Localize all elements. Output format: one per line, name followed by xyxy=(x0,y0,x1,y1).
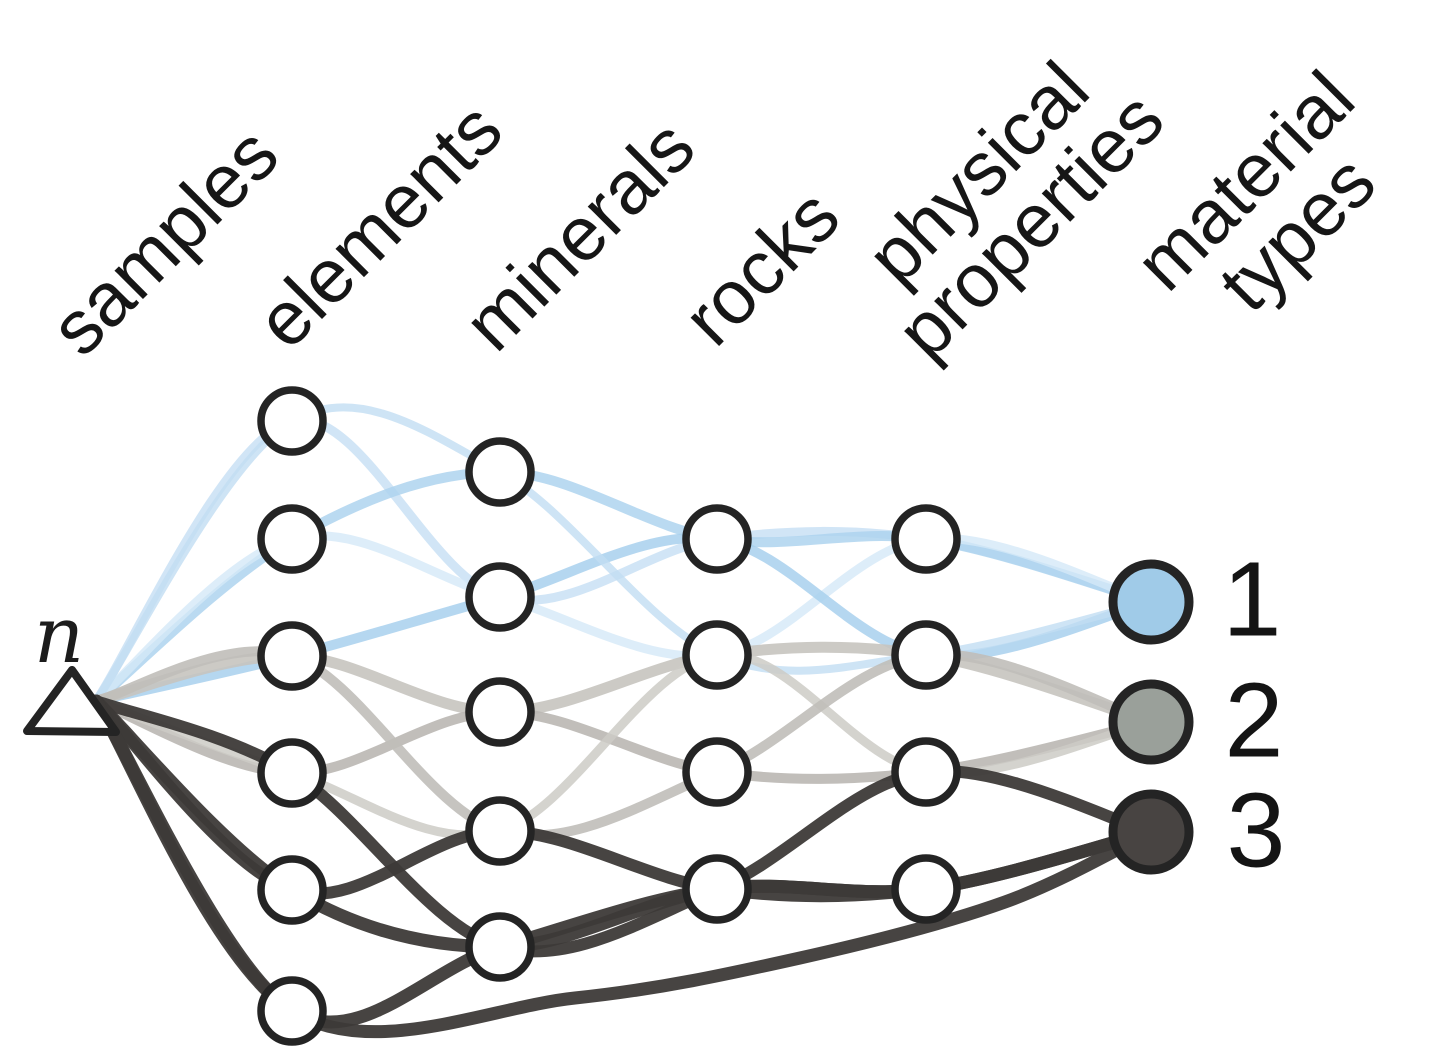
node-rocks-4 xyxy=(682,854,752,924)
node-minerals-3 xyxy=(465,677,535,747)
edge-dark-5 xyxy=(89,694,1158,1039)
sample-count-label: n xyxy=(33,591,85,681)
node-minerals-5 xyxy=(465,912,535,982)
node-rocks-3 xyxy=(682,737,752,807)
material-type-1-label: 1 xyxy=(1222,540,1282,659)
node-physical-properties-4 xyxy=(891,854,961,924)
node-rocks-2 xyxy=(682,620,752,690)
node-minerals-1 xyxy=(465,437,535,507)
node-elements-3 xyxy=(257,621,327,691)
node-minerals-4 xyxy=(465,796,535,866)
node-material-type-1 xyxy=(1108,559,1194,645)
node-rocks-1 xyxy=(682,504,752,574)
node-elements-1 xyxy=(257,386,327,456)
node-elements-4 xyxy=(257,738,327,808)
node-physical-properties-3 xyxy=(891,737,961,807)
node-material-type-3 xyxy=(1108,789,1194,875)
node-elements-5 xyxy=(257,855,327,925)
node-minerals-2 xyxy=(465,562,535,632)
node-elements-6 xyxy=(257,976,327,1046)
node-physical-properties-2 xyxy=(891,620,961,690)
node-material-type-2 xyxy=(1108,679,1194,765)
samples-triangle-node xyxy=(23,666,120,736)
material-type-3-label: 3 xyxy=(1226,771,1286,890)
node-physical-properties-1 xyxy=(891,504,961,574)
node-elements-2 xyxy=(257,504,327,574)
material-type-2-label: 2 xyxy=(1224,661,1284,780)
